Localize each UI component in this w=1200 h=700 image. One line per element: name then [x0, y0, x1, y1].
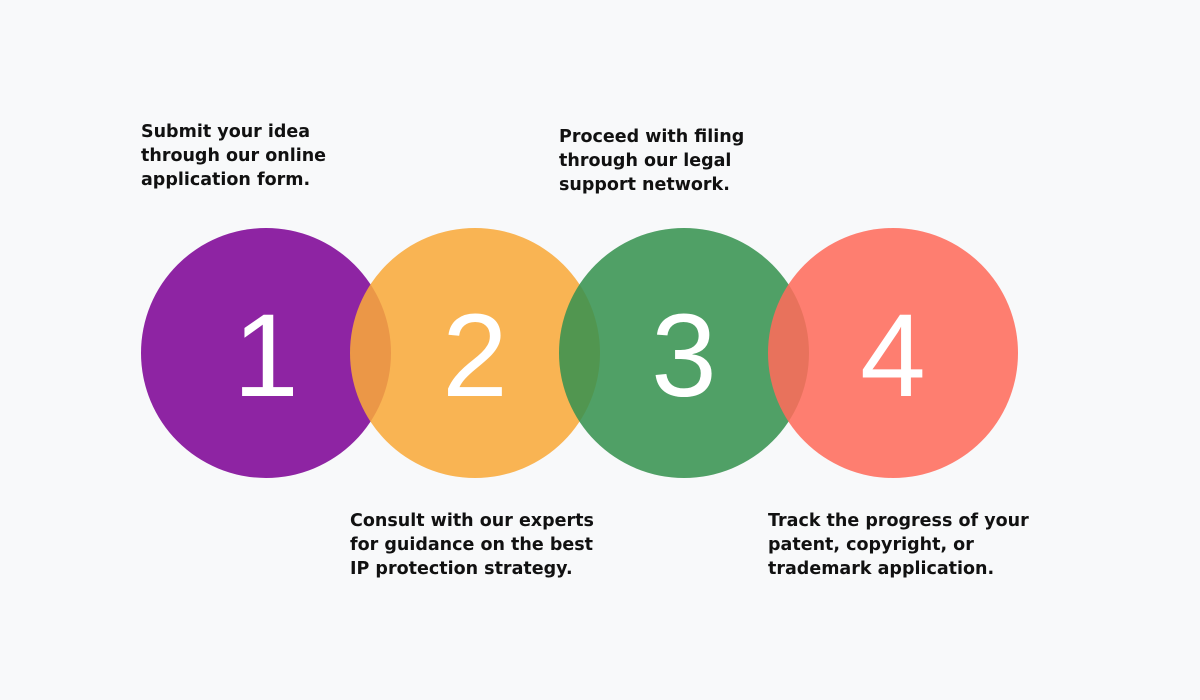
step-4-line-2: patent, copyright, or — [768, 535, 974, 555]
step-4-description: Track the progress of your patent, copyr… — [768, 509, 1068, 581]
step-1-line-3: application form. — [141, 170, 311, 190]
step-3-circle — [559, 228, 809, 478]
step-1-line-1: Submit your idea — [141, 122, 311, 142]
step-2-number: 2 — [442, 290, 508, 422]
step-1-description: Submit your idea through our online appl… — [141, 120, 441, 192]
step-1-number: 1 — [233, 290, 299, 422]
step-2-line-2: for guidance on the best — [350, 535, 594, 555]
step-2-line-1: Consult with our experts — [350, 511, 594, 531]
step-3-number: 3 — [651, 290, 717, 422]
step-3-line-3: support network. — [559, 175, 730, 195]
step-4-number: 4 — [860, 290, 926, 422]
step-1-circle — [141, 228, 391, 478]
step-2-line-3: IP protection strategy. — [350, 559, 573, 579]
step-1-line-2: through our online — [141, 146, 327, 166]
step-4-line-1: Track the progress of your — [768, 511, 1029, 531]
step-2-circle — [350, 228, 600, 478]
step-3-line-2: through our legal — [559, 151, 732, 171]
step-4-line-3: trademark application. — [768, 559, 995, 579]
step-3-description: Proceed with filing through our legal su… — [559, 125, 859, 197]
step-4-circle — [768, 228, 1018, 478]
step-2-description: Consult with our experts for guidance on… — [350, 509, 650, 581]
step-3-line-1: Proceed with filing — [559, 127, 745, 147]
